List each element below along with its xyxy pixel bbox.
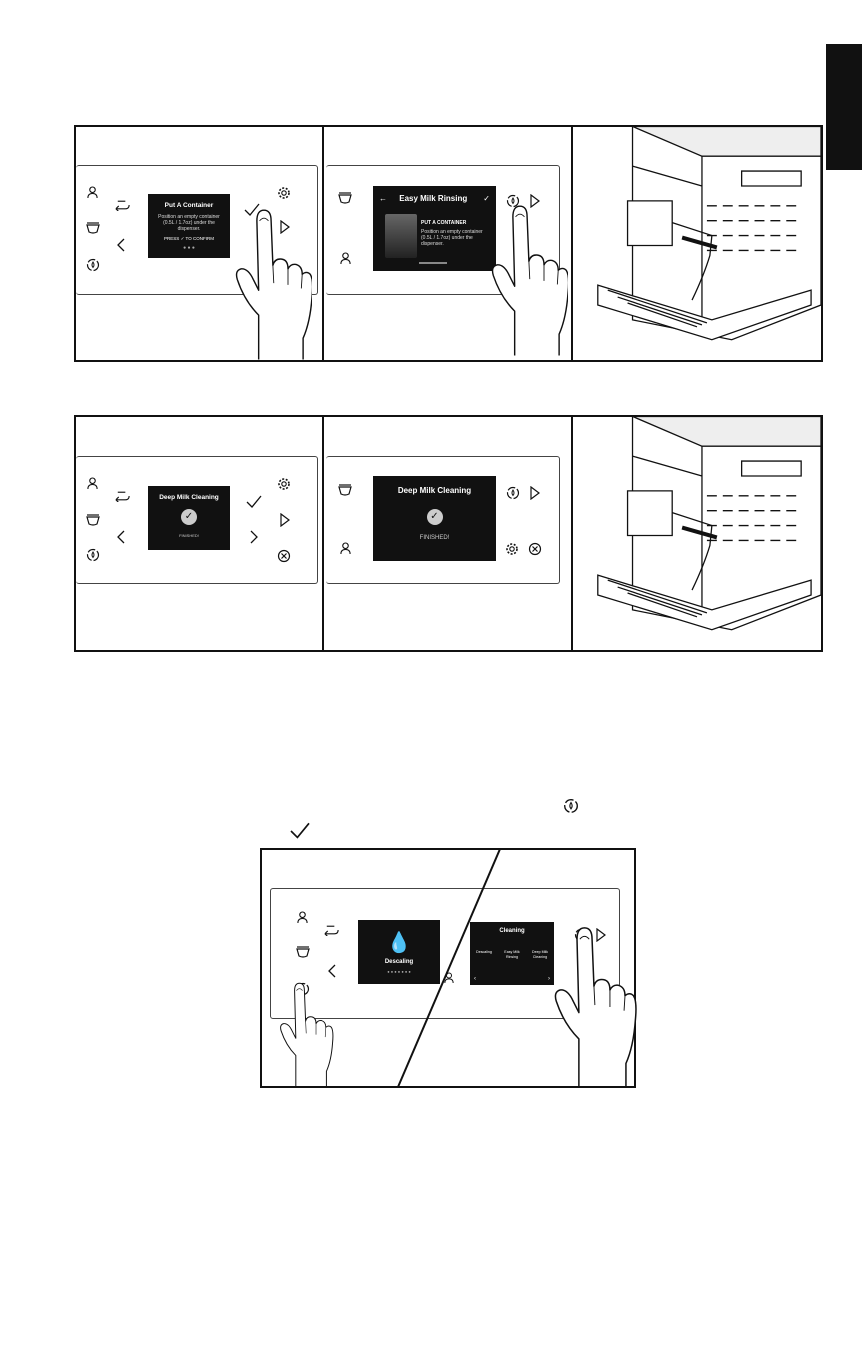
screen-text: Position an empty container (0.5L / 1.7o… [158, 214, 220, 232]
menu-items: Descaling Easy Milk Rinsing Deep Milk Cl… [470, 950, 554, 959]
back-arrow-icon[interactable] [114, 490, 131, 502]
menu-item-deep-milk-cleaning[interactable]: Deep Milk Cleaning [532, 950, 548, 959]
screen-title: Easy Milk Rinsing [399, 194, 468, 203]
menu-item-easy-milk-rinsing[interactable]: Easy Milk Rinsing [504, 950, 520, 959]
display-screen: Deep Milk Cleaning ✓ FINISHED! [373, 476, 496, 561]
status-text: FINISHED! [179, 533, 199, 538]
chevron-right-icon[interactable] [250, 530, 258, 544]
chevron-left-icon[interactable] [328, 964, 336, 978]
cup-icon[interactable] [338, 484, 352, 496]
clean-icon [563, 798, 579, 814]
user-icon[interactable] [340, 252, 351, 265]
success-check-icon: ✓ [181, 509, 197, 525]
screen-text-block: PUT A CONTAINER Position an empty contai… [421, 220, 492, 247]
success-check-icon: ✓ [426, 509, 443, 525]
coffee-machine-illustration [573, 416, 821, 650]
user-icon[interactable] [87, 477, 98, 490]
menu-item-descaling[interactable]: Descaling [476, 950, 492, 954]
confirm-line: PRESS ✓ TO CONFIRM [148, 236, 230, 242]
display-screen: 💧 Descaling ● ● ● ● ● ● ● [358, 920, 440, 984]
check-glyph[interactable]: ✓ [483, 194, 490, 203]
hand-icon [488, 200, 568, 360]
container-illustration [385, 214, 417, 258]
play-icon[interactable] [530, 486, 540, 500]
row2-divider-2 [571, 415, 573, 652]
page-dots: ● ● ● ● ● ● ● [387, 969, 411, 974]
progress-bar [419, 262, 447, 264]
cup-icon[interactable] [86, 222, 100, 234]
chevron-left-icon[interactable] [117, 238, 125, 252]
display-screen: Deep Milk Cleaning ✓ FINISHED! [148, 486, 230, 550]
press-label: PRESS [164, 236, 180, 241]
cancel-icon[interactable] [528, 542, 542, 556]
screen-nav: ‹› [474, 976, 550, 982]
settings-icon[interactable] [277, 477, 291, 491]
check-glyph: ✓ [180, 236, 185, 241]
screen-text: Position an empty container (0.5L / 1.7o… [421, 229, 483, 247]
user-icon[interactable] [297, 911, 308, 924]
confirm-label: TO CONFIRM [185, 236, 214, 241]
hand-icon [548, 926, 638, 1086]
cup-icon[interactable] [338, 192, 352, 204]
section-tab [826, 44, 862, 170]
display-screen: Cleaning Descaling Easy Milk Rinsing Dee… [470, 922, 554, 985]
check-icon[interactable] [246, 495, 262, 509]
cup-icon[interactable] [296, 946, 310, 958]
row1-divider-1 [322, 125, 324, 362]
screen-title: Put A Container [164, 202, 214, 209]
cup-icon[interactable] [86, 514, 100, 526]
clean-icon[interactable] [86, 548, 100, 562]
display-screen: Put A Container Position an empty contai… [148, 194, 230, 258]
screen-label: Descaling [384, 959, 414, 965]
screen-header: ← Easy Milk Rinsing ✓ [379, 194, 490, 203]
user-icon[interactable] [444, 972, 454, 984]
display-screen: ← Easy Milk Rinsing ✓ PUT A CONTAINER Po… [373, 186, 496, 271]
screen-subtitle: PUT A CONTAINER [421, 220, 467, 226]
split-divider [397, 849, 501, 1087]
settings-icon[interactable] [277, 186, 291, 200]
settings-icon[interactable] [505, 542, 519, 556]
screen-title: Deep Milk Cleaning [159, 494, 219, 501]
user-icon[interactable] [340, 542, 351, 555]
screen-title: Deep Milk Cleaning [397, 486, 472, 495]
clean-icon[interactable] [506, 486, 520, 500]
row2-divider-1 [322, 415, 324, 652]
screen-title: Cleaning [499, 928, 525, 934]
back-arrow-icon[interactable] [114, 199, 131, 211]
cancel-icon[interactable] [277, 549, 291, 563]
coffee-machine-illustration [573, 126, 821, 360]
back-arrow-icon[interactable] [323, 924, 340, 936]
hand-icon [232, 208, 312, 360]
play-icon[interactable] [280, 513, 290, 527]
chevron-left-icon[interactable] [117, 530, 125, 544]
droplet-icon: 💧 [386, 932, 412, 954]
back-glyph[interactable]: ← [379, 194, 387, 203]
hand-icon [272, 982, 338, 1086]
check-icon [288, 822, 312, 840]
row1-divider-2 [571, 125, 573, 362]
clean-icon[interactable] [86, 258, 100, 272]
status-text: FINISHED! [419, 535, 450, 541]
page-dots: ● ● ● [183, 245, 195, 251]
user-icon[interactable] [87, 186, 98, 199]
